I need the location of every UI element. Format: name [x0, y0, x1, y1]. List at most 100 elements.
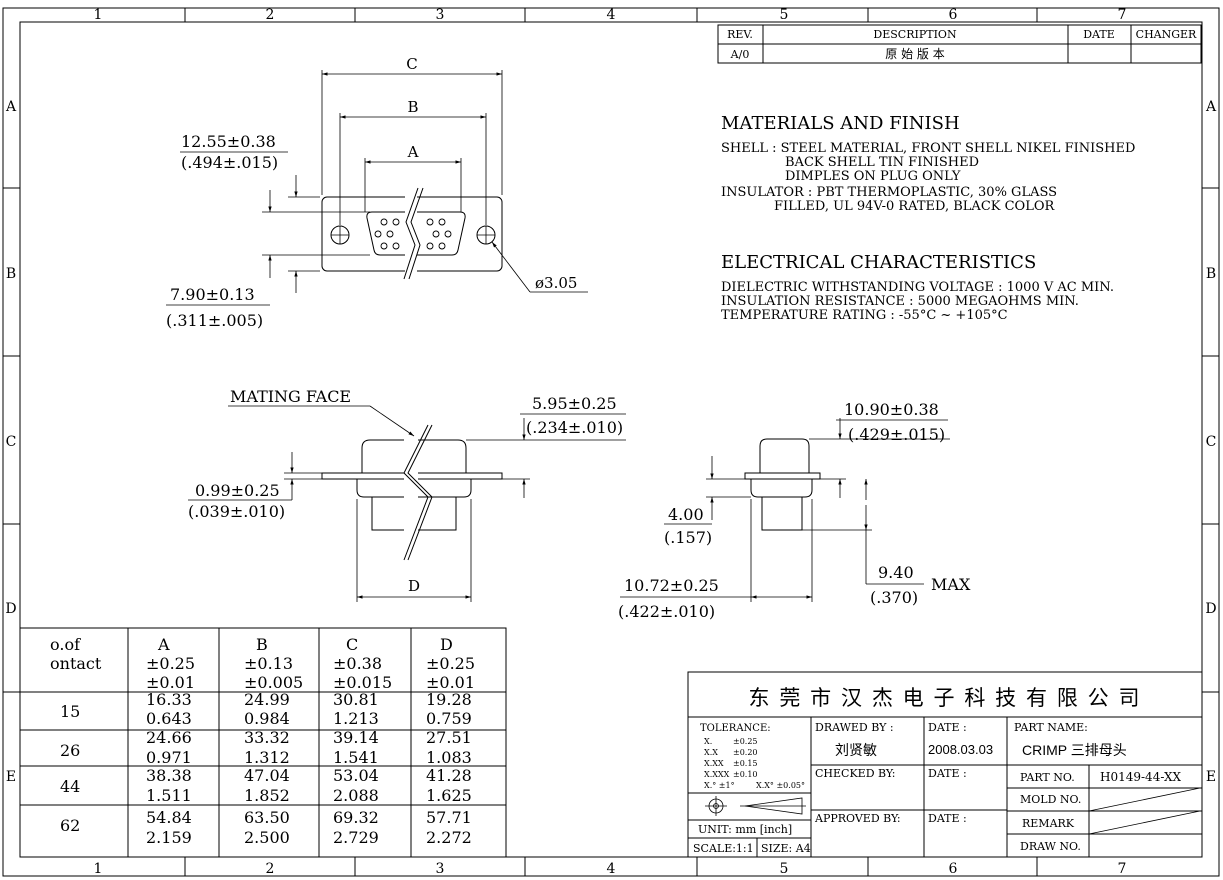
table-header: A — [157, 635, 170, 654]
approved-by-label: APPROVED BY: — [814, 812, 901, 825]
note-line: DIELECTRIC WITHSTANDING VOLTAGE : 1000 V… — [721, 280, 1114, 295]
dim-d3-in: (.234±.010) — [526, 418, 623, 437]
dimension-table: o.of ontact A ±0.25 ±0.01 B ±0.13 ±0.005… — [19, 627, 507, 858]
revision-table: REV. DESCRIPTION DATE CHANGER A/0 原 始 版 … — [717, 24, 1202, 64]
date-value: 2008.03.03 — [928, 742, 993, 757]
side-view: D MATING FACE 5.95±0.25 (.234±.010) 0.99… — [188, 387, 626, 602]
dim-d5-mm: 10.90±0.38 — [844, 400, 939, 419]
dim-b-label: B — [407, 98, 418, 116]
mold-no-label: MOLD NO. — [1020, 793, 1081, 806]
col-label: 1 — [94, 7, 103, 23]
cell: 0.643 — [146, 709, 192, 728]
tolerance-key: X. — [704, 737, 712, 746]
row-label: C — [6, 434, 17, 450]
mating-face-label: MATING FACE — [230, 387, 351, 406]
sheet-frame: 1 2 3 4 5 6 7 1 2 3 4 5 6 7 A B C D E A … — [2, 7, 1220, 877]
row-label: C — [1206, 434, 1217, 450]
cell: 24.66 — [146, 728, 192, 747]
dim-d5-in: (.429±.015) — [848, 425, 945, 444]
cell: 1.511 — [146, 786, 192, 805]
projection-symbol-icon — [705, 796, 806, 816]
col-label: 7 — [1118, 7, 1127, 23]
cell: 63.50 — [244, 808, 290, 827]
cell: 19.28 — [426, 690, 472, 709]
dim-d8-in: (.370) — [870, 588, 918, 607]
cell: 1.541 — [333, 748, 379, 767]
tolerance-value: ±0.15 — [733, 759, 758, 768]
description-value: 原 始 版 本 — [885, 47, 944, 61]
part-name-label: PART NAME: — [1014, 721, 1088, 734]
cell: 2.729 — [333, 828, 379, 847]
table-header: ontact — [50, 654, 102, 673]
cell: 16.33 — [146, 690, 192, 709]
cell: 1.625 — [426, 786, 472, 805]
note-line: TEMPERATURE RATING : -55°C ~ +105°C — [721, 308, 1008, 323]
size-label: SIZE: A4 — [761, 842, 811, 855]
date-label: DATE : — [928, 812, 967, 825]
contact-count: 26 — [60, 741, 80, 760]
row-label: B — [1206, 266, 1216, 282]
dim-d8-mm: 9.40 — [878, 563, 914, 582]
row-label: A — [1205, 99, 1217, 115]
col-label: 4 — [607, 861, 616, 877]
end-view: 10.90±0.38 (.429±.015) 4.00 (.157) 10.72… — [618, 400, 971, 621]
note-line: INSULATION RESISTANCE : 5000 MEGAOHMS MI… — [721, 294, 1079, 309]
cell: 0.984 — [244, 709, 290, 728]
col-label: 4 — [607, 7, 616, 23]
electrical-notes: ELECTRICAL CHARACTERISTICS DIELECTRIC WI… — [721, 252, 1114, 323]
col-label: 2 — [266, 7, 275, 23]
table-header: o.of — [50, 635, 81, 654]
tolerance-label: TOLERANCE: — [700, 723, 771, 734]
tolerance-key: X.X — [704, 748, 718, 757]
note-line: BACK SHELL TIN FINISHED — [785, 155, 979, 170]
dim-max-label: MAX — [931, 575, 971, 594]
cell: 39.14 — [333, 728, 379, 747]
cell: 33.32 — [244, 728, 290, 747]
note-line: DIMPLES ON PLUG ONLY — [785, 169, 961, 184]
tolerance-value: ±0.10 — [733, 770, 758, 779]
draw-no-label: DRAW NO. — [1020, 840, 1081, 853]
table-header: ±0.13 — [244, 654, 293, 673]
row-label: E — [6, 769, 16, 785]
part-no-value: H0149-44-XX — [1100, 770, 1181, 784]
tolerance-key: X.XXX — [704, 770, 730, 779]
changer-header: CHANGER — [1136, 28, 1197, 41]
dim-a-label: A — [407, 143, 419, 161]
materials-notes: MATERIALS AND FINISH SHELL : STEEL MATER… — [721, 113, 1135, 214]
description-header: DESCRIPTION — [873, 28, 957, 41]
contact-count: 44 — [60, 777, 80, 796]
cell: 54.84 — [146, 808, 192, 827]
col-label: 7 — [1118, 861, 1127, 877]
col-label: 6 — [949, 861, 958, 877]
dim-d7-in: (.422±.010) — [618, 602, 715, 621]
table-header: ±0.38 — [333, 654, 382, 673]
row-label: E — [1206, 769, 1216, 785]
col-label: 5 — [780, 861, 789, 877]
part-no-label: PART NO. — [1020, 771, 1075, 784]
contact-count: 15 — [60, 702, 80, 721]
cell: 1.852 — [244, 786, 290, 805]
dim-d-label: D — [408, 577, 420, 595]
row-label: A — [5, 99, 17, 115]
date-label: DATE : — [928, 721, 967, 734]
cell: 24.99 — [244, 690, 290, 709]
dim-d4-in: (.039±.010) — [188, 502, 285, 521]
cell: 0.971 — [146, 748, 192, 767]
dim-d1-mm: 12.55±0.38 — [181, 132, 276, 151]
unit-label: UNIT: mm [inch] — [698, 823, 792, 836]
table-row: 44 38.38 47.04 53.04 41.28 1.511 1.852 2… — [60, 766, 472, 805]
hole-diameter-label: ø3.05 — [535, 274, 577, 292]
note-line: FILLED, UL 94V-0 RATED, BLACK COLOR — [774, 199, 1055, 214]
col-label: 5 — [780, 7, 789, 23]
front-view: C B A 12.55±0.38 (.494±.015) 7.90±0.13 (… — [166, 55, 588, 330]
dim-d2-mm: 7.90±0.13 — [170, 285, 255, 304]
dim-d7-mm: 10.72±0.25 — [624, 576, 719, 595]
cell: 27.51 — [426, 728, 472, 747]
cell: 53.04 — [333, 766, 379, 785]
rev-value: A/0 — [730, 48, 750, 61]
col-label: 2 — [266, 861, 275, 877]
dim-d1-in: (.494±.015) — [181, 153, 278, 172]
cell: 2.088 — [333, 786, 379, 805]
tolerance-angle: X.X° ±0.05° — [756, 781, 805, 790]
